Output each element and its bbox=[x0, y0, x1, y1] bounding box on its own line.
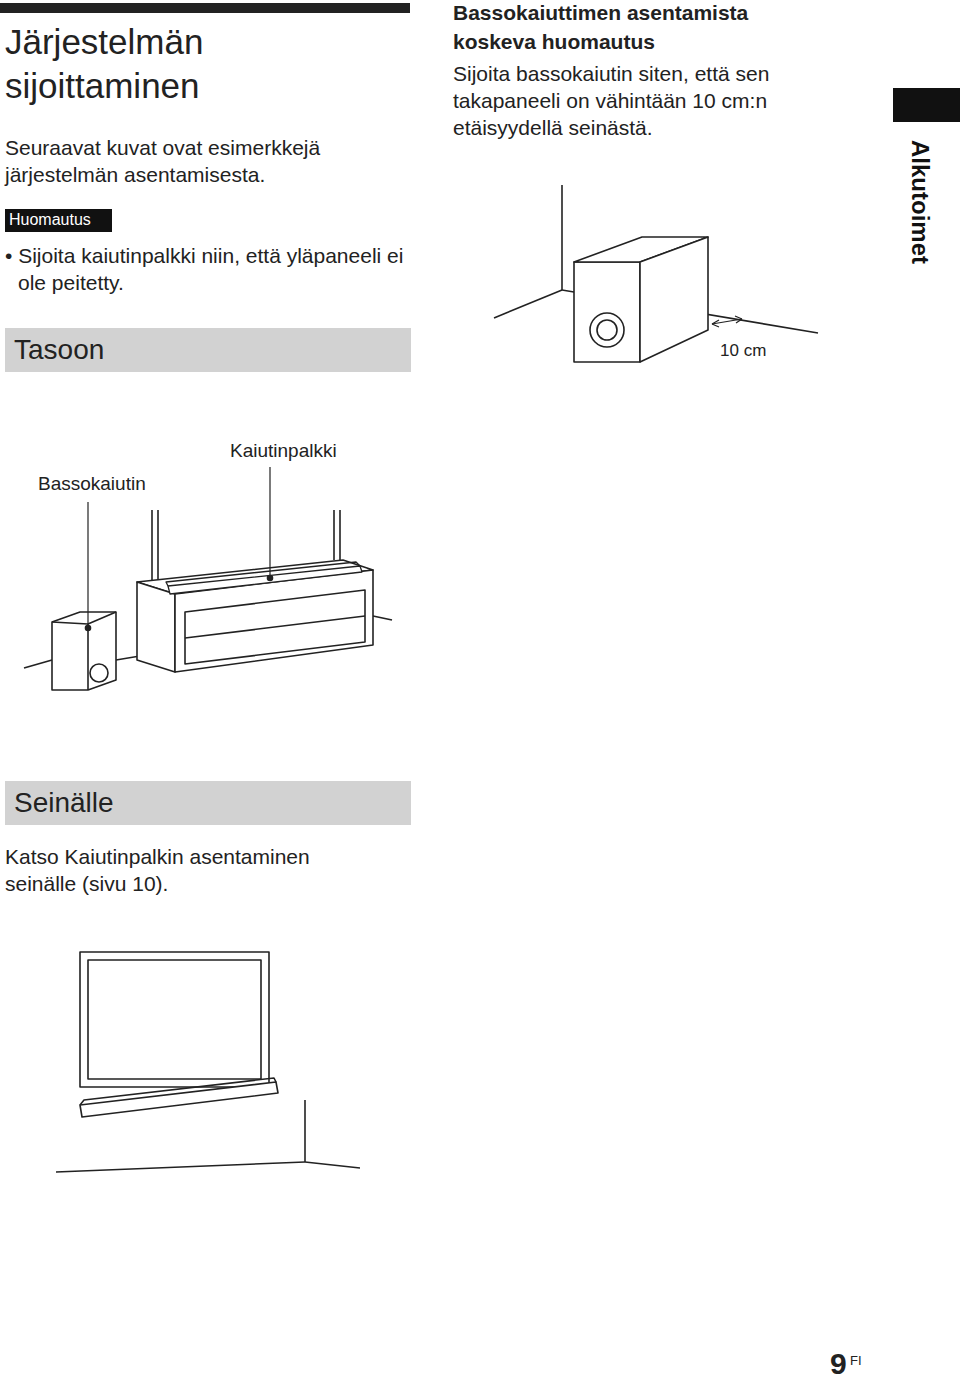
band-text: Huomautus bbox=[9, 211, 91, 229]
leader-line bbox=[269, 467, 270, 578]
note-text: • Sijoita kaiutinpalkki niin, että yläpa… bbox=[5, 242, 418, 296]
cross-ref: Katso Kaiutinpalkin asentaminen seinälle… bbox=[5, 843, 365, 897]
subwoofer-wall-figure bbox=[494, 185, 818, 362]
page-suffix: FI bbox=[850, 1353, 862, 1369]
part-label: Bassokaiutin bbox=[38, 472, 146, 496]
subheading: Bassokaiuttimen asentamista koskeva huom… bbox=[453, 0, 833, 56]
page-number: 9 bbox=[830, 1347, 847, 1381]
top-rule bbox=[0, 3, 410, 13]
stand-figure bbox=[24, 467, 392, 690]
section-tab-text: Alkutoimet bbox=[905, 140, 935, 264]
section-band: Tasoon bbox=[5, 328, 411, 372]
leader-line bbox=[87, 502, 88, 628]
part-label: Kaiutinpalkki bbox=[230, 439, 337, 463]
note-tag: Huomautus bbox=[5, 209, 112, 232]
intro-text: Seuraavat kuvat ovat esimerkkejä järjest… bbox=[5, 134, 405, 188]
wall-figure bbox=[56, 952, 360, 1172]
band-text: Seinälle bbox=[14, 787, 114, 819]
dimension: 10 cm bbox=[720, 340, 766, 362]
band-text: Tasoon bbox=[14, 334, 104, 366]
section-band: Seinälle bbox=[5, 781, 411, 825]
page-title: Järjestelmän sijoittaminen bbox=[5, 20, 305, 108]
body-text: Sijoita bassokaiutin siten, että sen tak… bbox=[453, 60, 818, 141]
section-tab bbox=[893, 88, 960, 122]
